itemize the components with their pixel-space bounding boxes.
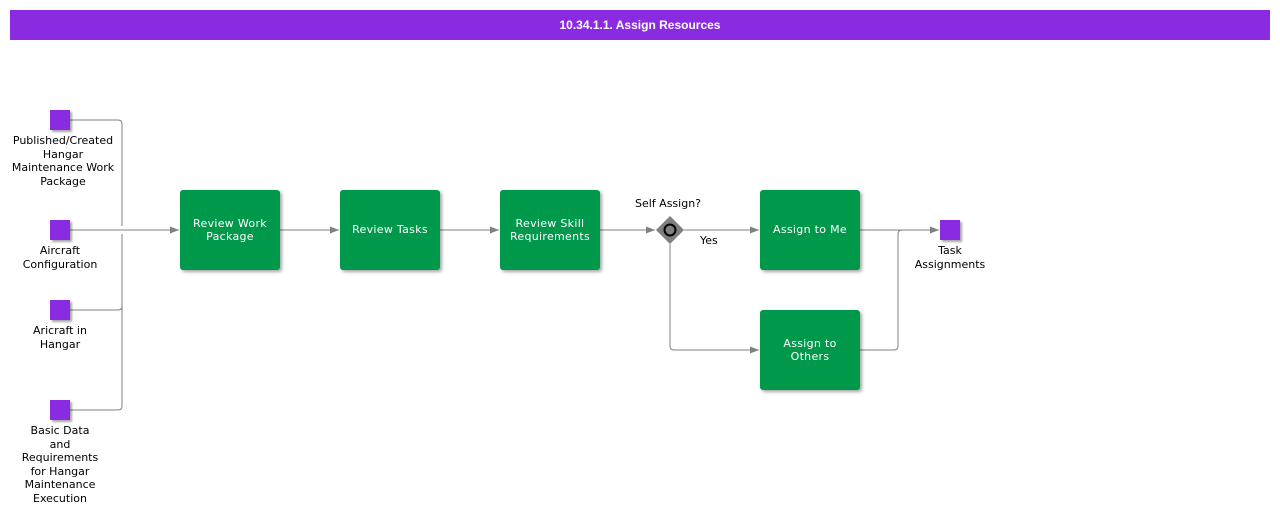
gateway-yes-label: Yes	[700, 234, 718, 247]
task-review-work-package[interactable]: Review Work Package	[180, 190, 280, 270]
task-review-tasks[interactable]: Review Tasks	[340, 190, 440, 270]
connector-to-assign-others	[669, 244, 759, 354]
data-object-work-package[interactable]	[50, 110, 70, 130]
data-object-aircraft-in-hangar[interactable]	[50, 300, 70, 320]
task-review-skill-requirements[interactable]: Review Skill Requirements	[500, 190, 600, 270]
connector-assign-others-to-output	[860, 229, 903, 351]
task-assign-to-others[interactable]: Assign to Others	[760, 310, 860, 390]
data-object-aircraft-configuration[interactable]	[50, 220, 70, 240]
exclusive-gateway[interactable]	[656, 216, 684, 244]
input-label-work-package: Published/Created Hangar Maintenance Wor…	[11, 134, 115, 188]
data-object-basic-data[interactable]	[50, 400, 70, 420]
data-object-task-assignments[interactable]	[940, 220, 960, 240]
gateway-question-label: Self Assign?	[635, 197, 702, 210]
input-label-aircraft-in-hangar: Aricraft in Hangar	[33, 324, 87, 351]
connector-input-4	[70, 234, 123, 411]
diagram-title: 10.34.1.1. Assign Resources	[10, 10, 1270, 40]
task-assign-to-me[interactable]: Assign to Me	[760, 190, 860, 270]
input-label-basic-data: Basic Data and Requirements for Hangar M…	[21, 424, 99, 505]
connector-input-1	[70, 119, 123, 226]
input-label-aircraft-configuration: Aircraft Configuration	[22, 244, 98, 271]
output-label-task-assignments: Task Assignments	[914, 244, 986, 271]
